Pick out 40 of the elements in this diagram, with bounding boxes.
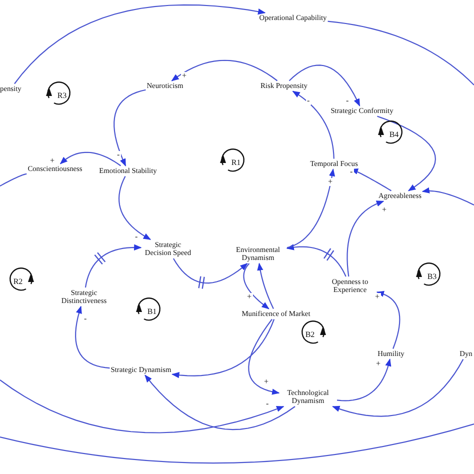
causal-arrow	[144, 374, 296, 430]
polarity-sign: +	[375, 360, 382, 368]
causal-arrow	[377, 116, 436, 192]
causal-arrow	[286, 244, 346, 277]
causal-arrow	[75, 306, 110, 369]
loop-label: R1	[231, 158, 241, 166]
loop-label: B2	[305, 330, 315, 338]
loop-label: B1	[147, 306, 157, 316]
causal-arrow	[172, 319, 275, 378]
causal-arrow	[0, 380, 284, 434]
loop-label: B3	[427, 272, 437, 280]
loop-label: R3	[57, 90, 67, 100]
causal-arrow	[422, 187, 474, 206]
polarity-sign: +	[263, 378, 270, 386]
causal-arrow	[292, 90, 334, 159]
causal-arrow	[248, 318, 280, 395]
polarity-sign: +	[327, 178, 334, 186]
causal-arrow	[288, 64, 360, 106]
causal-arrow	[14, 4, 266, 84]
causal-arrow	[286, 168, 336, 248]
causal-arrow	[172, 258, 248, 284]
polarity-sign: +	[246, 293, 253, 301]
causal-arrow	[243, 263, 270, 310]
causal-arrow	[332, 358, 464, 417]
causal-arrow	[257, 262, 274, 309]
causal-arrow	[60, 152, 122, 166]
causal-arrow	[118, 176, 152, 240]
loop-label: B4	[389, 130, 399, 138]
polarity-sign: -	[306, 97, 311, 105]
polarity-sign: +	[374, 293, 381, 301]
polarity-sign: +	[181, 72, 188, 80]
polarity-sign: +	[49, 157, 56, 165]
polarity-sign: +	[381, 206, 388, 214]
causal-arrow	[171, 60, 278, 82]
causal-arrow	[84, 244, 142, 288]
causal-arrow	[346, 200, 384, 277]
causal-arrow	[114, 89, 146, 166]
causal-arrow	[336, 358, 392, 402]
causal-arrow	[376, 290, 400, 349]
loop-label: R2	[13, 276, 23, 286]
